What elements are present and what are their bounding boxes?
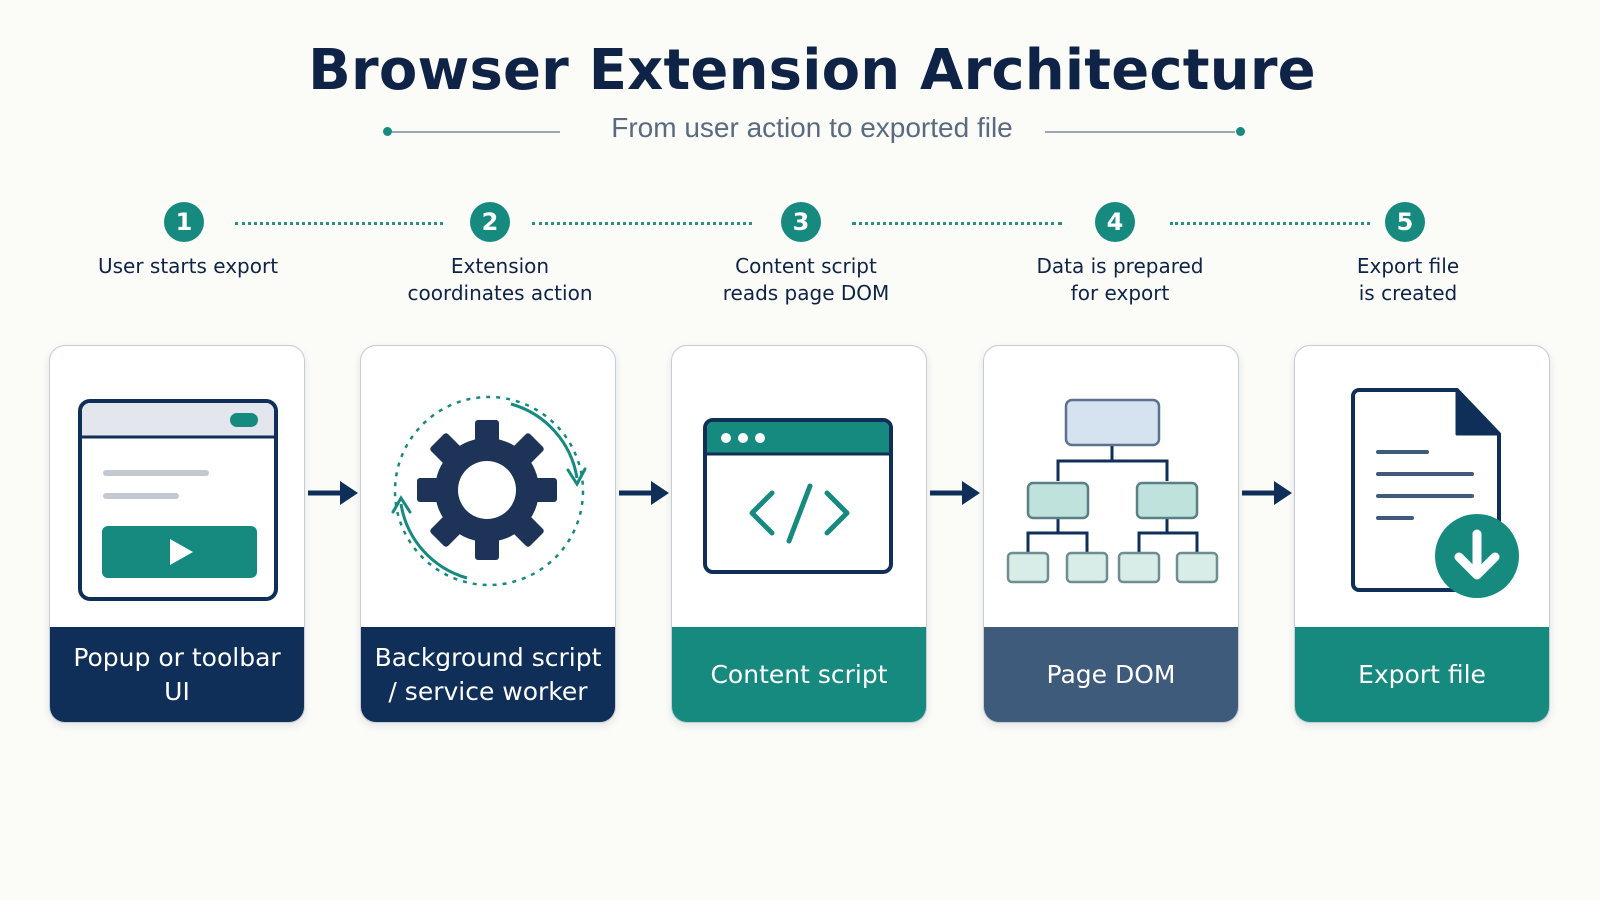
step-connector-3 (852, 222, 1062, 225)
step-label-2: Extension coordinates action (407, 254, 593, 305)
step-label-1: User starts export (97, 254, 279, 278)
step-badge-5: 5 (1385, 202, 1425, 242)
component-card-popup: Popup or toolbar UI (49, 345, 305, 723)
component-label-export-file: Export file (1295, 627, 1549, 722)
component-label-page-dom: Page DOM (984, 627, 1238, 722)
gear-sync-icon (391, 395, 587, 587)
flow-arrow-2 (619, 481, 669, 505)
step-label-4: Data is prepared for export (1036, 254, 1204, 305)
component-card-content-script: Content script (671, 345, 927, 723)
popup-window-icon (78, 399, 278, 601)
step-label-3: Content script reads page DOM (722, 254, 890, 305)
file-download-icon (1351, 388, 1519, 598)
component-card-export-file: Export file (1294, 345, 1550, 723)
subtitle-dot-right (1236, 127, 1245, 136)
step-badge-3: 3 (781, 202, 821, 242)
code-window-icon (703, 418, 893, 574)
subtitle-row: From user action to exported file (0, 112, 1600, 152)
component-label-popup: Popup or toolbar UI (50, 627, 304, 722)
subtitle-dot-left (383, 127, 392, 136)
component-label-content-script: Content script (672, 627, 926, 722)
flow-arrow-1 (308, 481, 358, 505)
step-badge-1: 1 (164, 202, 204, 242)
dom-tree-icon (1006, 398, 1219, 584)
step-connector-4 (1170, 222, 1370, 225)
step-connector-2 (532, 222, 752, 225)
step-badge-2: 2 (470, 202, 510, 242)
diagram-subtitle: From user action to exported file (611, 112, 1013, 143)
flow-arrow-4 (1242, 481, 1292, 505)
flow-arrow-3 (930, 481, 980, 505)
step-connector-1 (235, 222, 443, 225)
subtitle-line-right (1045, 131, 1235, 133)
component-card-page-dom: Page DOM (983, 345, 1239, 723)
component-label-background: Background script / service worker (361, 627, 615, 722)
step-badge-4: 4 (1095, 202, 1135, 242)
step-label-5: Export file is created (1356, 254, 1460, 305)
subtitle-line-left (392, 131, 560, 133)
component-card-background: Background script / service worker (360, 345, 616, 723)
diagram-title: Browser Extension Architecture (308, 38, 1316, 103)
